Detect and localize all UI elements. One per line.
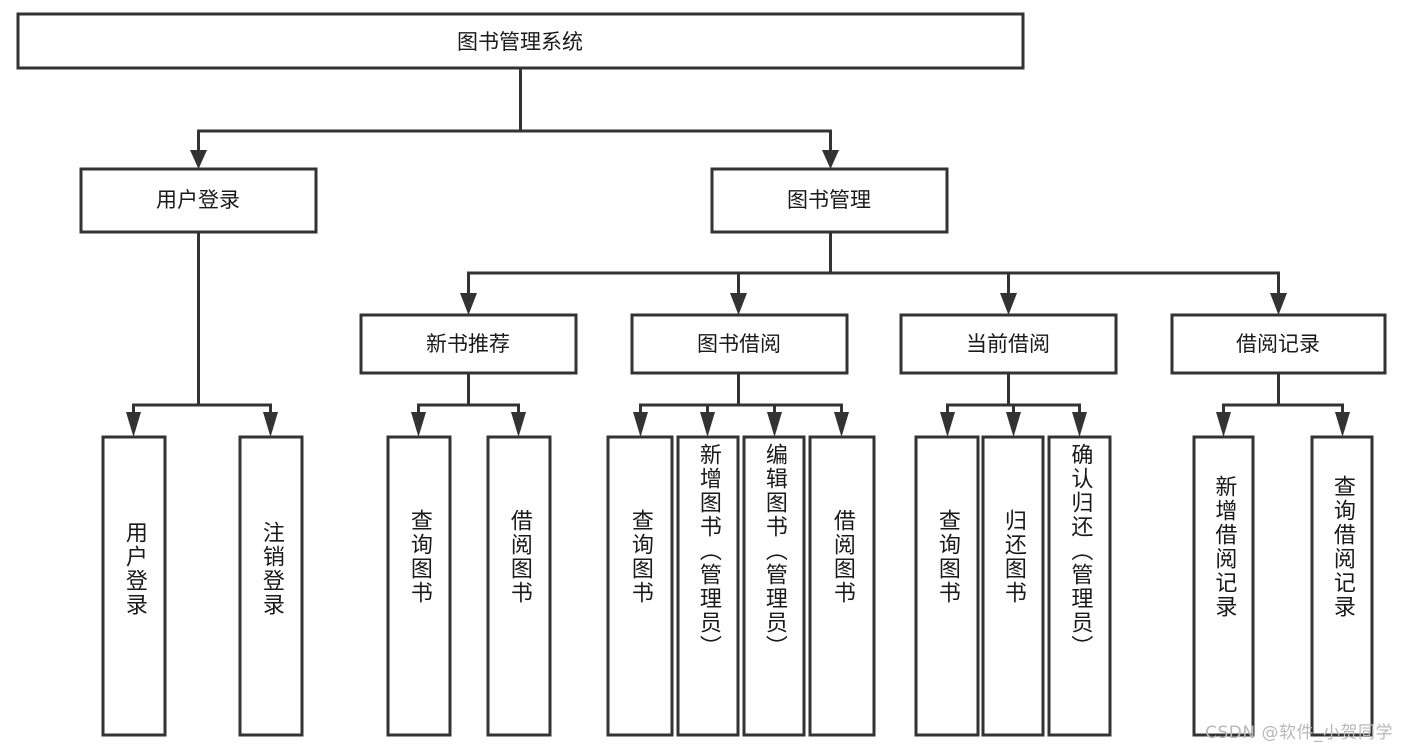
node-new-book-rec[interactable]: 新书推荐 [359, 313, 578, 375]
node-borrow-record[interactable]: 借阅记录 [1170, 313, 1387, 375]
leaf-box-add-book[interactable] [676, 435, 740, 737]
leaf-box-query-book-3[interactable] [914, 435, 980, 737]
connector-group-borrow-record-to-leaves [1216, 371, 1350, 437]
node-book-manage[interactable]: 图书管理 [710, 167, 949, 234]
node-root-box[interactable] [16, 12, 1025, 70]
arrow-head-leaf-borrow-book-1 [511, 412, 526, 437]
arrow-head-leaf-query-book-2 [633, 412, 648, 437]
node-book-manage-label: 图书管理 [787, 188, 871, 212]
node-current-borrow-box[interactable] [899, 313, 1118, 375]
node-current-borrow-label: 当前借阅 [966, 332, 1050, 356]
arrow-head-leaf-query-book-3 [940, 412, 955, 437]
arrow-head-book-borrow [730, 293, 747, 315]
leaf-box-add-record[interactable] [1192, 435, 1255, 737]
connector-group-user-login-to-leaves [126, 230, 278, 437]
arrow-head-new-book-rec [460, 293, 477, 315]
arrow-head-borrow-record [1270, 293, 1287, 315]
node-borrow-record-box[interactable] [1170, 313, 1387, 375]
arrow-head-leaf-query-book-1 [411, 412, 426, 437]
arrow-head-current-borrow [1000, 293, 1017, 315]
leaf-boxes [101, 435, 1374, 737]
node-root-label: 图书管理系统 [457, 30, 583, 54]
arrow-head-leaf-add-record [1216, 412, 1231, 437]
leaf-box-borrow-book-2[interactable] [808, 435, 876, 737]
leaf-box-query-book-2[interactable] [606, 435, 674, 737]
node-book-manage-box[interactable] [710, 167, 949, 234]
arrow-head-leaf-add-book [700, 412, 715, 437]
arrow-head-leaf-return-book [1006, 412, 1021, 437]
connector-group-root-to-level2 [190, 66, 839, 169]
arrow-head-leaf-confirm-return [1072, 412, 1087, 437]
leaf-box-query-book-1[interactable] [386, 435, 452, 737]
node-book-borrow-label: 图书借阅 [697, 332, 781, 356]
leaf-box-borrow-book-1[interactable] [486, 435, 552, 737]
arrow-head-user-login [190, 150, 207, 169]
node-user-login[interactable]: 用户登录 [79, 167, 318, 234]
node-new-book-rec-label: 新书推荐 [426, 332, 510, 356]
leaf-box-logout[interactable] [238, 435, 304, 737]
connector-group-current-borrow-to-leaves [940, 371, 1087, 437]
arrow-head-leaf-user-login [126, 412, 141, 437]
arrow-head-leaf-query-record [1335, 412, 1350, 437]
connector-group-new-book-rec-to-leaves [411, 371, 526, 437]
node-borrow-record-label: 借阅记录 [1236, 332, 1320, 356]
leaf-box-confirm-return[interactable] [1047, 435, 1112, 737]
arrow-head-leaf-edit-book [767, 412, 782, 437]
node-new-book-rec-box[interactable] [359, 313, 578, 375]
node-user-login-box[interactable] [79, 167, 318, 234]
connector-group-book-manage-to-level3 [460, 230, 1287, 315]
leaf-box-query-record[interactable] [1310, 435, 1374, 737]
node-book-borrow[interactable]: 图书借阅 [630, 313, 849, 375]
arrow-head-leaf-logout [263, 412, 278, 437]
node-current-borrow[interactable]: 当前借阅 [899, 313, 1118, 375]
node-root[interactable]: 图书管理系统 [16, 12, 1025, 70]
node-user-login-label: 用户登录 [156, 188, 240, 212]
leaf-box-return-book[interactable] [981, 435, 1045, 737]
arrow-head-leaf-borrow-book-2 [834, 412, 849, 437]
connector-group-book-borrow-to-leaves [633, 371, 849, 437]
node-book-borrow-box[interactable] [630, 313, 849, 375]
leaf-box-edit-book[interactable] [742, 435, 806, 737]
arrow-head-book-manage [822, 150, 839, 169]
leaf-box-user-login[interactable] [101, 435, 167, 737]
